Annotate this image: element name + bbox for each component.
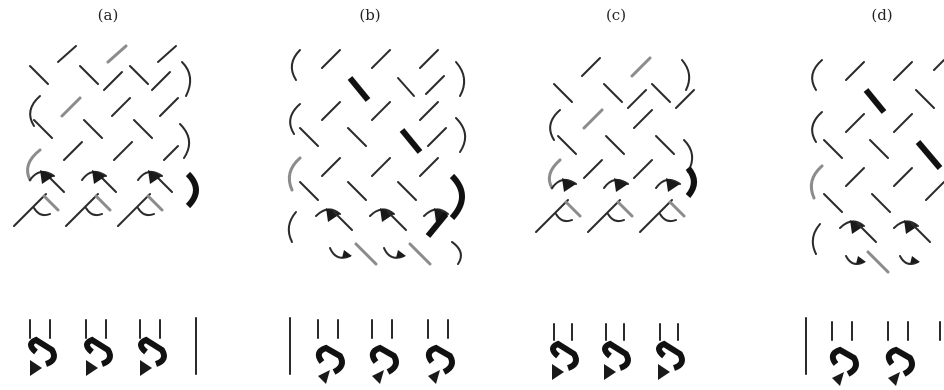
panel-label-d: (d): [871, 6, 893, 24]
panel-label-b: (b): [359, 6, 381, 24]
panel-d-lattice: [809, 59, 944, 274]
panel-c-symbols: [550, 323, 685, 380]
panel-label-a: (a): [97, 6, 119, 24]
panel-b-lattice: [287, 49, 467, 266]
panel-c-lattice: [535, 56, 697, 233]
panel-label-c: (c): [605, 6, 627, 24]
panel-d-symbols: [805, 317, 941, 386]
panel-b-symbols: [289, 317, 455, 384]
panel-a-lattice: [13, 44, 199, 227]
panel-a-symbols: [28, 317, 197, 376]
